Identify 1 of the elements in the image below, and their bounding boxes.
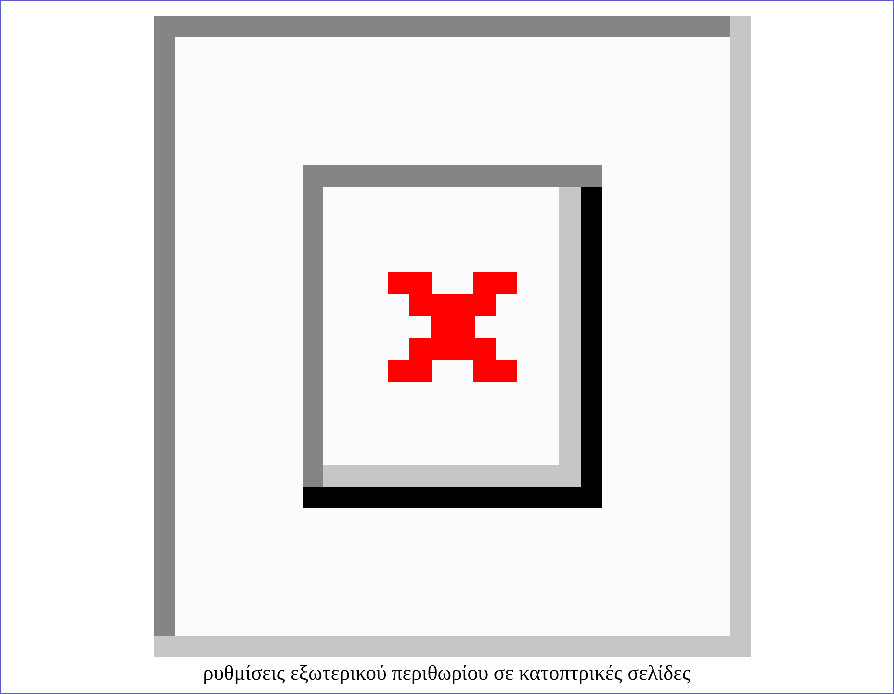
caption: ρυθμίσεις εξωτερικού περιθωρίου σε κατοπτρικές σελίδες [202, 661, 692, 686]
